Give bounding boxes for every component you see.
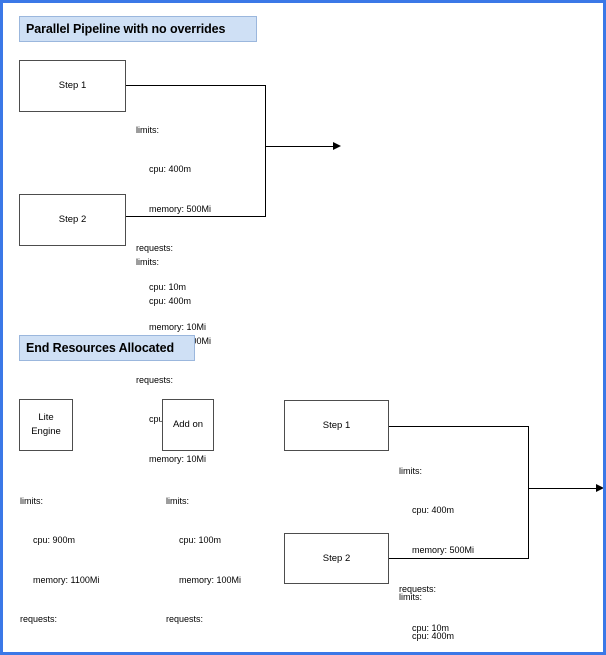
spec-requests-label: requests: bbox=[20, 614, 58, 625]
connector-top-step-1-horizontal bbox=[126, 85, 266, 86]
spec-lite-engine: limits: cpu: 900m memory: 1100Mi request… bbox=[20, 469, 100, 652]
connector-bottom-merge-vertical bbox=[528, 426, 529, 559]
spec-limits-label: limits: bbox=[399, 466, 422, 477]
node-bottom-step-2[interactable]: Step 2 bbox=[284, 533, 389, 584]
spec-limits-cpu: cpu: 400m bbox=[149, 296, 192, 307]
spec-requests-cpu: cpu: 10m bbox=[149, 282, 187, 293]
connector-bottom-output-arrow-line bbox=[528, 488, 596, 489]
spec-limits-memory: memory: 100Mi bbox=[179, 574, 242, 585]
section-banner-end-resources-allocated: End Resources Allocated bbox=[19, 335, 195, 361]
spec-limits-cpu: cpu: 400m bbox=[412, 505, 455, 516]
arrowhead-icon-bottom-output bbox=[596, 484, 603, 492]
connector-top-output-arrow-line bbox=[265, 146, 333, 147]
node-top-step-2-label: Step 2 bbox=[58, 214, 87, 225]
spec-limits-label: limits: bbox=[166, 496, 189, 507]
section-banner-parallel-pipeline: Parallel Pipeline with no overrides bbox=[19, 16, 257, 42]
spec-bottom-step-2: limits: cpu: 400m memory: 500Mi requests… bbox=[399, 565, 474, 652]
spec-requests-label: requests: bbox=[136, 243, 174, 254]
connector-bottom-step-1-horizontal bbox=[389, 426, 529, 427]
spec-limits-cpu: cpu: 900m bbox=[33, 535, 76, 546]
node-bottom-step-2-label: Step 2 bbox=[322, 552, 351, 564]
spec-top-step-1: limits: cpu: 400m memory: 500Mi requests… bbox=[136, 98, 211, 360]
connector-top-merge-vertical bbox=[265, 85, 266, 217]
connector-bottom-step-2-horizontal bbox=[389, 558, 529, 559]
spec-requests-label: requests: bbox=[166, 614, 204, 625]
node-lite-engine-label-line-1: Lite bbox=[38, 412, 54, 423]
spec-limits-cpu: cpu: 400m bbox=[149, 164, 192, 175]
spec-limits-label: limits: bbox=[136, 125, 159, 136]
spec-limits-memory: memory: 500Mi bbox=[149, 203, 212, 214]
spec-limits-memory: memory: 1100Mi bbox=[33, 574, 100, 585]
spec-requests-cpu: cpu: 10m bbox=[412, 623, 450, 634]
node-add-on[interactable]: Add on bbox=[162, 399, 214, 451]
spec-limits-cpu: cpu: 100m bbox=[179, 535, 222, 546]
spec-limits-label: limits: bbox=[399, 592, 422, 603]
node-bottom-step-1[interactable]: Step 1 bbox=[284, 400, 389, 451]
spec-requests-label: requests: bbox=[136, 375, 174, 386]
node-top-step-1[interactable]: Step 1 bbox=[19, 60, 126, 112]
node-bottom-step-1-label: Step 1 bbox=[322, 419, 351, 431]
spec-requests-memory: memory: 10Mi bbox=[149, 321, 207, 332]
node-lite-engine[interactable]: Lite Engine bbox=[19, 399, 73, 451]
node-top-step-1-label: Step 1 bbox=[58, 80, 87, 91]
spec-limits-label: limits: bbox=[20, 496, 43, 507]
spec-add-on: limits: cpu: 100m memory: 100Mi requests… bbox=[166, 469, 242, 652]
spec-requests-memory: memory: 10Mi bbox=[149, 453, 207, 464]
node-top-step-2[interactable]: Step 2 bbox=[19, 194, 126, 246]
spec-limits-cpu: cpu: 400m bbox=[412, 631, 455, 642]
spec-limits-memory: memory: 500Mi bbox=[412, 544, 475, 555]
connector-top-step-2-horizontal bbox=[126, 216, 266, 217]
spec-bottom-step-1: limits: cpu: 400m memory: 500Mi requests… bbox=[399, 439, 475, 652]
node-lite-engine-label-line-2: Engine bbox=[31, 426, 61, 437]
arrowhead-icon-top-output bbox=[333, 142, 341, 150]
spec-requests-label: requests: bbox=[399, 584, 437, 595]
spec-limits-label: limits: bbox=[136, 257, 159, 268]
node-add-on-label: Add on bbox=[172, 419, 204, 430]
